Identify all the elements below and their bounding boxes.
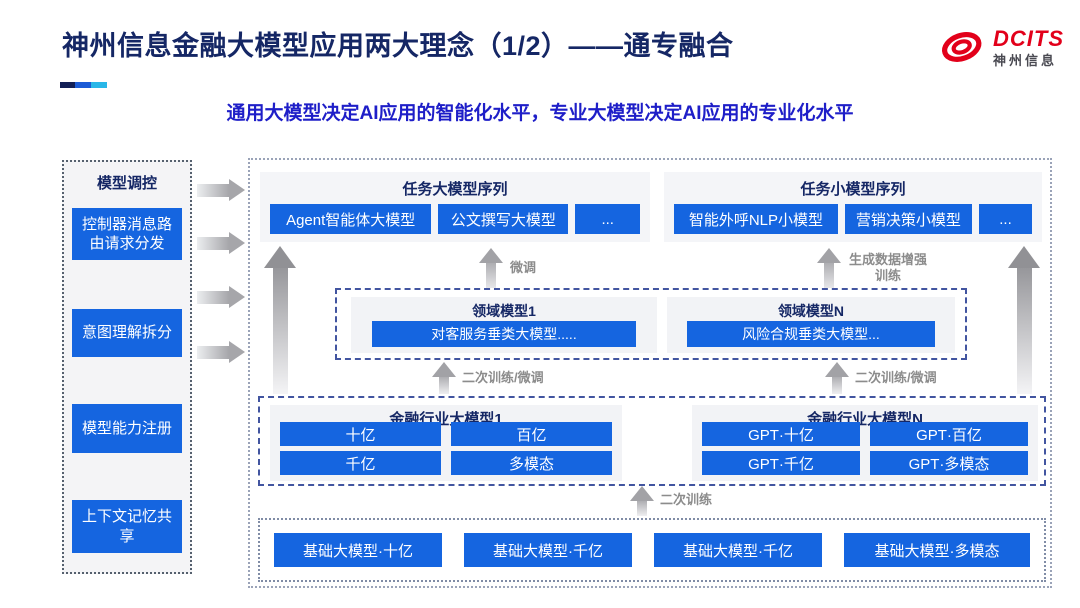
model-chip-multimodal: 多模态 xyxy=(451,451,612,475)
task-small-model-title: 任务小模型序列 xyxy=(800,181,906,198)
base-model-container: 基础大模型·十亿 基础大模型·千亿 基础大模型·千亿 基础大模型·多模态 xyxy=(258,518,1046,582)
domain-model-1: 领域模型1 对客服务垂类大模型..... xyxy=(351,297,657,353)
task-large-model-title: 任务大模型序列 xyxy=(402,181,508,198)
model-control-panel: 模型调控 控制器消息路由请求分发 意图理解拆分 模型能力注册 上下文记忆共享 xyxy=(62,160,192,574)
up-arrow-icon xyxy=(825,362,849,394)
up-arrow-icon xyxy=(630,486,654,516)
task-large-model-items: Agent智能体大模型 公文撰写大模型 ... xyxy=(270,204,640,234)
model-chip-risk-compliance: 风险合规垂类大模型... xyxy=(687,321,935,347)
sidebar-item-router-dispatch: 控制器消息路由请求分发 xyxy=(72,208,182,260)
domain-model-1-title: 领域模型1 xyxy=(472,303,536,319)
up-arrow-icon xyxy=(1008,246,1040,394)
retrain-finetune-label: 二次训练/微调 xyxy=(855,370,937,385)
model-chip-gpt-100b: GPT·千亿 xyxy=(702,451,860,475)
model-chip-base-100b: 基础大模型·千亿 xyxy=(464,533,632,567)
domain-model-n-title: 领域模型N xyxy=(777,303,845,319)
right-arrow-icon xyxy=(197,341,245,363)
task-large-model-group: 任务大模型序列 Agent智能体大模型 公文撰写大模型 ... xyxy=(260,172,650,242)
augment-train-label: 生成数据增强训练 xyxy=(848,252,927,284)
domain-model-n: 领域模型N 风险合规垂类大模型... xyxy=(667,297,955,353)
sidebar-item-context-share: 上下文记忆共享 xyxy=(72,500,182,553)
model-chip-gpt-10b: GPT·百亿 xyxy=(870,422,1028,446)
model-chip-ellipsis: ... xyxy=(979,204,1032,234)
model-chip-marketing-decision: 营销决策小模型 xyxy=(844,204,972,234)
industry-model-1: 金融行业大模型1 十亿 百亿 千亿 多模态 xyxy=(270,405,622,481)
logo-text: DCITS 神州信息 xyxy=(993,25,1064,68)
accent-segment-cyan xyxy=(91,82,107,88)
industry-model-n-items: GPT·十亿 GPT·百亿 GPT·千亿 GPT·多模态 xyxy=(702,422,1028,475)
accent-segment-blue xyxy=(75,82,91,88)
model-chip-outbound-nlp: 智能外呼NLP小模型 xyxy=(674,204,838,234)
up-arrow-icon xyxy=(432,362,456,394)
finetune-label: 微调 xyxy=(510,260,537,275)
logo-swirl-icon xyxy=(935,20,987,75)
company-logo: DCITS 神州信息 xyxy=(935,20,1064,75)
task-small-model-group: 任务小模型序列 智能外呼NLP小模型 营销决策小模型 ... xyxy=(664,172,1042,242)
up-arrow-icon xyxy=(264,246,296,394)
model-chip-customer-service: 对客服务垂类大模型..... xyxy=(372,321,636,347)
model-chip-document-writing: 公文撰写大模型 xyxy=(438,204,569,234)
accent-segment-navy xyxy=(60,82,75,88)
right-arrow-icon xyxy=(197,232,245,254)
model-chip-100b: 千亿 xyxy=(280,451,441,475)
logo-brand-cn: 神州信息 xyxy=(993,52,1058,68)
up-arrow-icon xyxy=(479,248,503,292)
model-control-title: 模型调控 xyxy=(96,175,157,192)
industry-model-n: 金融行业大模型N GPT·十亿 GPT·百亿 GPT·千亿 GPT·多模态 xyxy=(692,405,1038,481)
industry-model-1-items: 十亿 百亿 千亿 多模态 xyxy=(280,422,612,475)
model-chip-base-1b: 基础大模型·十亿 xyxy=(274,533,442,567)
domain-model-container: 领域模型1 对客服务垂类大模型..... 领域模型N 风险合规垂类大模型... xyxy=(335,288,967,360)
page-title: 神州信息金融大模型应用两大理念（1/2）——通专融合 xyxy=(62,31,734,61)
model-chip-1b: 十亿 xyxy=(280,422,441,446)
right-arrow-icon xyxy=(197,179,245,201)
sidebar-item-capability-register: 模型能力注册 xyxy=(72,404,182,453)
model-chip-ellipsis: ... xyxy=(575,204,640,234)
model-chip-gpt-multimodal: GPT·多模态 xyxy=(870,451,1028,475)
model-chip-base-100b-2: 基础大模型·千亿 xyxy=(654,533,822,567)
task-small-model-items: 智能外呼NLP小模型 营销决策小模型 ... xyxy=(674,204,1032,234)
model-stack-panel: 任务大模型序列 Agent智能体大模型 公文撰写大模型 ... 任务小模型序列 … xyxy=(248,158,1052,588)
right-arrow-icon xyxy=(197,286,245,308)
up-arrow-icon xyxy=(817,248,841,292)
model-chip-base-multimodal: 基础大模型·多模态 xyxy=(844,533,1030,567)
slide-subtitle: 通用大模型决定AI应用的智能化水平，专业大模型决定AI应用的专业化水平 xyxy=(226,103,854,124)
model-chip-gpt-1b: GPT·十亿 xyxy=(702,422,860,446)
sidebar-item-intent-split: 意图理解拆分 xyxy=(72,309,182,357)
model-chip-agent: Agent智能体大模型 xyxy=(270,204,432,234)
logo-brand: DCITS xyxy=(993,25,1064,51)
model-chip-10b: 百亿 xyxy=(451,422,612,446)
title-accent-bar xyxy=(60,82,107,88)
retrain-label: 二次训练 xyxy=(660,492,713,507)
retrain-finetune-label: 二次训练/微调 xyxy=(462,370,544,385)
industry-model-container: 金融行业大模型1 十亿 百亿 千亿 多模态 金融行业大模型N GPT·十亿 GP… xyxy=(258,396,1046,486)
